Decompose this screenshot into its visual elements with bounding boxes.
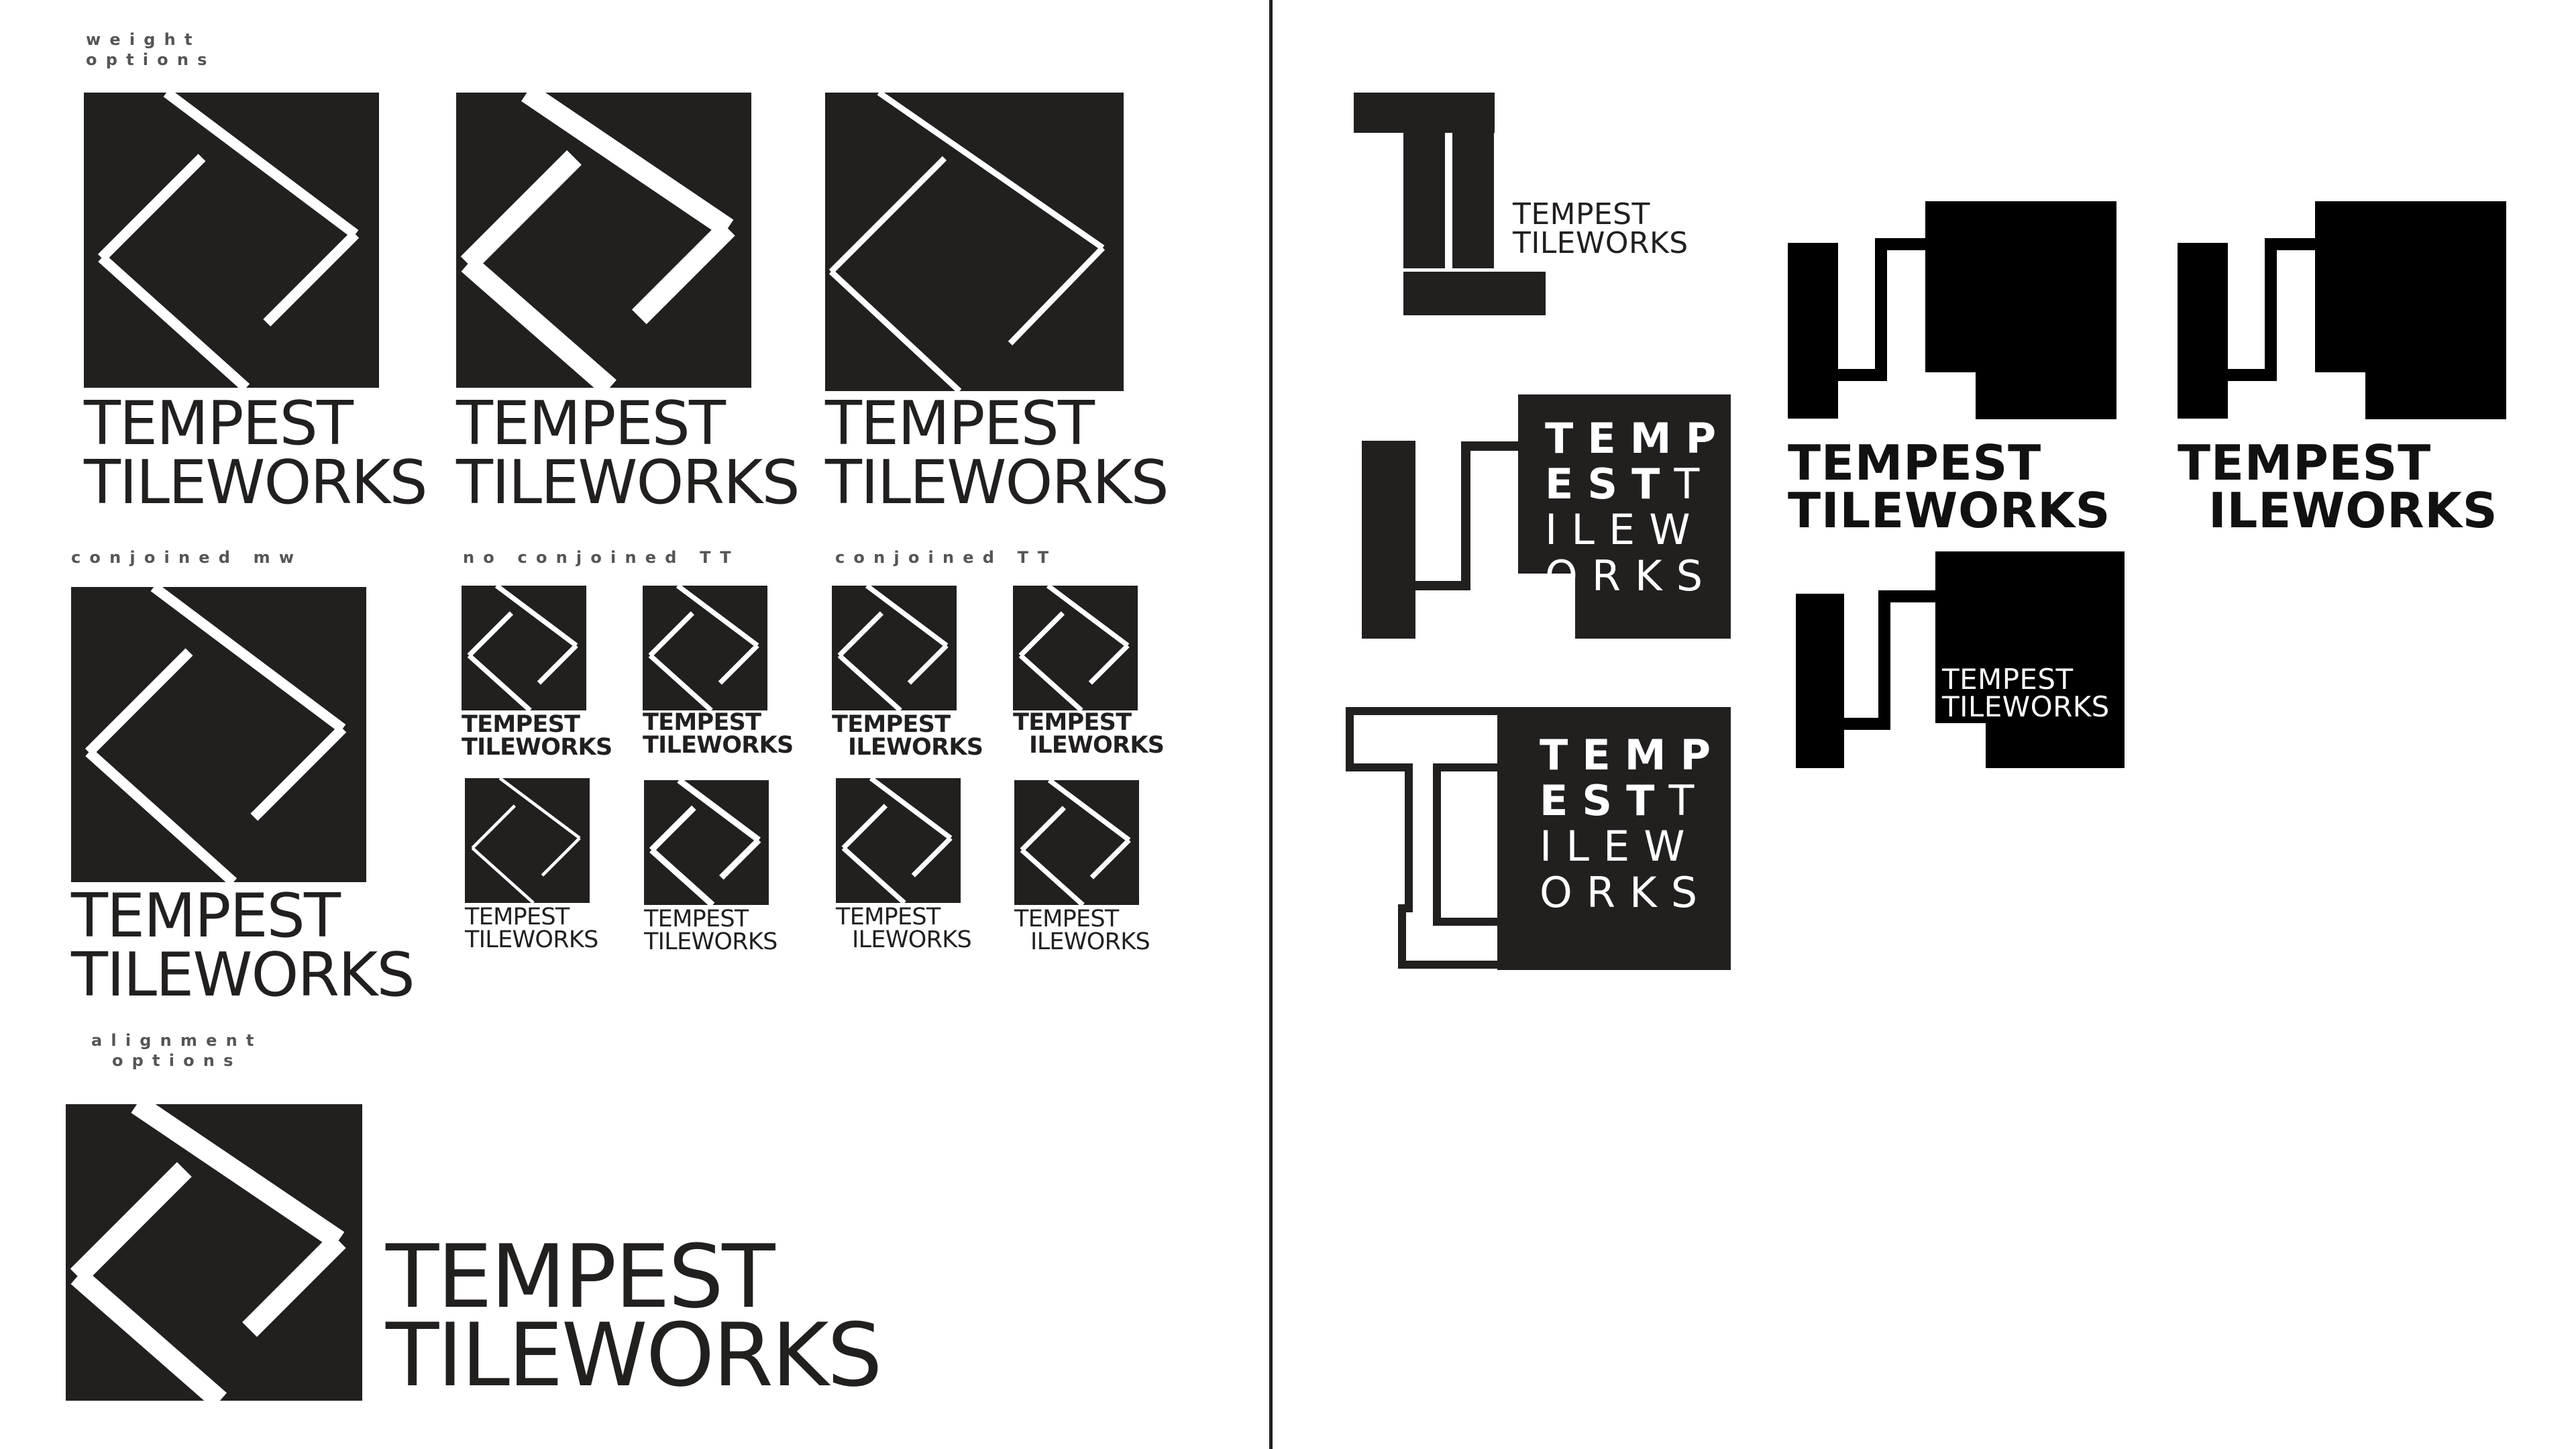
connector-logo-c-notch <box>1935 723 1986 768</box>
connector-logo-c-v <box>1878 590 1890 730</box>
small-tile-5 <box>465 778 590 903</box>
small-tile-8 <box>1014 780 1139 905</box>
t-beam-stem-left <box>1403 131 1445 268</box>
label-no-conjoined-tt: no conjoined TT <box>463 548 740 567</box>
tt-mark-icon <box>70 1104 346 1401</box>
connector-logo-a-h2 <box>1875 238 1925 250</box>
stacked-logo-left-bar <box>1362 441 1415 639</box>
connector-logo-a-notch <box>1925 372 1976 419</box>
stacked-wordmark-2: TEMP ESTT ILEW ORKS <box>1540 731 1725 917</box>
small-tile-2 <box>643 586 767 710</box>
tt-mark-icon <box>97 93 360 388</box>
tt-mark-icon <box>828 93 1106 391</box>
t-beam-stem-right <box>1452 131 1494 268</box>
t-beam-bottom <box>1403 272 1546 315</box>
small-tile-1 <box>462 586 586 710</box>
t-beam-top <box>1354 93 1495 133</box>
stacked-logo-box-notch <box>1518 574 1575 639</box>
stacked-logo-connector-top <box>1461 441 1518 451</box>
tt-mark-icon <box>85 587 347 882</box>
label-alignment-options: alignment options <box>91 1031 263 1070</box>
stacked-logo-connector-v <box>1461 441 1470 590</box>
connector-logo-a-v <box>1875 238 1887 381</box>
connector-logo-b-h1 <box>2228 369 2275 381</box>
connector-logo-a-bar <box>1788 243 1838 419</box>
label-conjoined-tt: conjoined TT <box>835 548 1058 567</box>
small-tile-6 <box>644 780 769 905</box>
panel-divider <box>1269 0 1273 1449</box>
connector-logo-a-h1 <box>1838 369 1885 381</box>
stacked-logo-connector-h2 <box>1415 581 1470 590</box>
connector-logo-c-bar <box>1796 594 1844 768</box>
connector-logo-b-h2 <box>2265 238 2315 250</box>
small-tile-3 <box>832 586 957 710</box>
tile-logo-weight-thin <box>825 93 1124 391</box>
stacked-wordmark-1: TEMP ESTT ILEW ORKS <box>1545 414 1731 600</box>
connector-logo-b-v <box>2265 238 2277 381</box>
tile-logo-weight-light <box>84 93 379 388</box>
small-tile-4 <box>1013 586 1138 710</box>
label-weight-options: weight options <box>86 30 216 69</box>
stacked-logo-box-2 <box>1497 707 1731 970</box>
label-conjoined-mw: conjoined mw <box>71 548 303 567</box>
tile-logo-alignment <box>66 1104 362 1401</box>
tt-mark-icon <box>460 93 735 388</box>
connector-logo-b-bar <box>2178 243 2228 419</box>
tile-logo-conjoined-mw <box>71 587 366 882</box>
outlined-t-beam <box>1346 707 1507 969</box>
tile-logo-weight-bold <box>456 93 751 388</box>
connector-logo-b-notch <box>2315 372 2365 419</box>
connector-logo-c-h2 <box>1878 590 1935 602</box>
connector-logo-c-h1 <box>1844 718 1888 730</box>
small-tile-7 <box>836 778 961 903</box>
